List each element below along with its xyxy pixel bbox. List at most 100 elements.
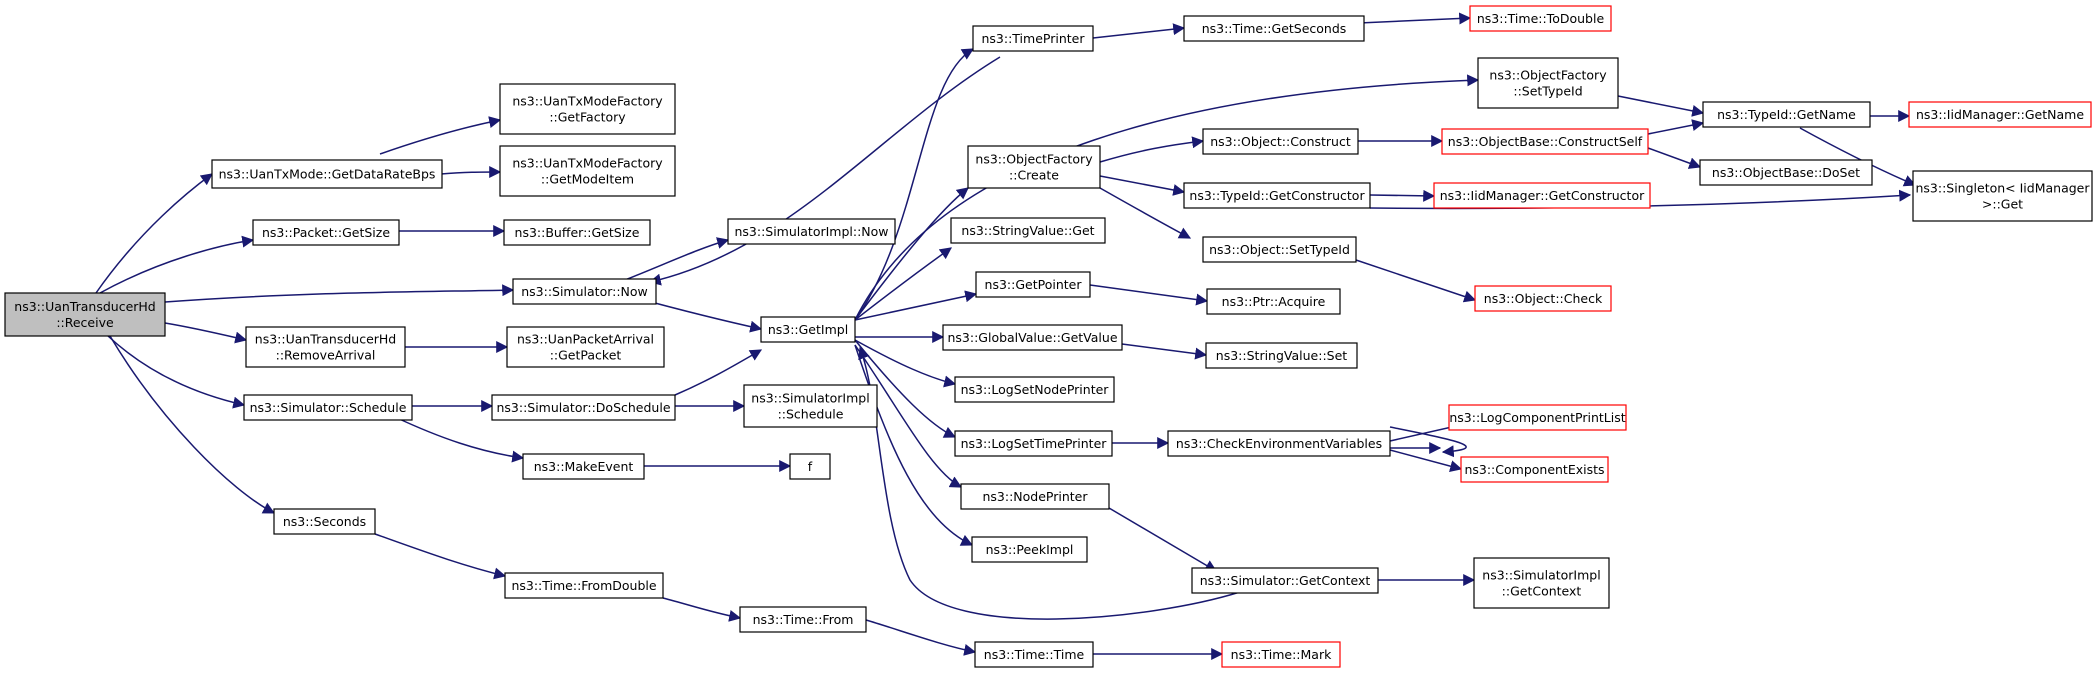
edge [164,284,515,303]
node-label: ns3::Time::From [753,612,854,627]
node-label: ns3::Seconds [283,514,366,529]
node-ns3-simulatorimpl-now[interactable]: ns3::SimulatorImpl::Now [727,218,896,245]
node-ns3-seconds[interactable]: ns3::Seconds [273,508,376,535]
node-box [1183,182,1371,209]
node-ns3-time-fromdouble[interactable]: ns3::Time::FromDouble [504,572,664,599]
node-label: ns3::LogSetNodePrinter [961,382,1110,397]
node-label: ::GetModeItem [541,172,634,187]
node-ns3-simulatorimpl-schedule[interactable]: ns3::SimulatorImpl::Schedule [743,384,878,428]
node-box [942,324,1123,351]
node-box [503,219,651,246]
node-ns3-ptr-acquire[interactable]: ns3::Ptr::Acquire [1206,288,1341,315]
node-label: ns3::Time::Mark [1231,647,1332,662]
node-ns3-typeid-getname[interactable]: ns3::TypeId::GetName [1702,101,1871,128]
edge [1389,426,1467,458]
node-ns3-time-todouble[interactable]: ns3::Time::ToDouble [1469,5,1612,32]
node-label: ns3::Singleton< IidManager [1915,181,2090,196]
node-ns3-timeprinter[interactable]: ns3::TimePrinter [972,25,1094,52]
node-box [743,384,878,428]
node-ns3-makeevent[interactable]: ns3::MakeEvent [522,453,645,480]
node-ns3-checkenvironmentvariables[interactable]: ns3::CheckEnvironmentVariables [1167,430,1391,457]
node-ns3-object-construct[interactable]: ns3::Object::Construct [1202,128,1359,155]
node-box [1202,236,1357,263]
node-ns3-objectfactory-create[interactable]: ns3::ObjectFactory::Create [967,145,1101,189]
node-label: ::SetTypeId [1513,84,1582,99]
node-ns3-uanpacketarrival-getpacket[interactable]: ns3::UanPacketArrival::GetPacket [506,326,665,368]
node-ns3-stringvalue-get[interactable]: ns3::StringValue::Get [950,217,1106,244]
edge [854,74,1480,321]
node-ns3-buffer-getsize[interactable]: ns3::Buffer::GetSize [503,219,651,246]
node-ns3-logcomponentprintlist[interactable]: ns3::LogComponentPrintList [1448,404,1627,431]
node-f[interactable]: f [789,453,831,480]
node-ns3-objectbase-doset[interactable]: ns3::ObjectBase::DoSet [1699,159,1873,186]
node-label: ns3::Simulator::Schedule [250,400,407,415]
node-label: ns3::Time::Time [984,647,1085,662]
node-label: ns3::ObjectBase::ConstructSelf [1448,134,1643,149]
node-box [789,453,831,480]
node-ns3-typeid-getconstructor[interactable]: ns3::TypeId::GetConstructor [1183,182,1371,209]
node-ns3-time-mark[interactable]: ns3::Time::Mark [1221,641,1341,668]
node-ns3-simulatorimpl-getcontext[interactable]: ns3::SimulatorImpl::GetContext [1473,557,1610,609]
edge [1099,175,1186,196]
node-label: ns3::GlobalValue::GetValue [947,330,1117,345]
node-label: ns3::ComponentExists [1464,462,1604,477]
node-ns3-uantxmodefactory-getmodeitem[interactable]: ns3::UanTxModeFactory::GetModeItem [499,145,676,197]
node-ns3-logsetnodeprinter[interactable]: ns3::LogSetNodePrinter [954,376,1115,403]
edge [854,187,969,321]
node-box [974,641,1094,668]
node-ns3-time-time[interactable]: ns3::Time::Time [974,641,1094,668]
node-label: ::GetPacket [550,348,622,363]
node-ns3-getimpl[interactable]: ns3::GetImpl [760,316,856,343]
node-ns3-simulator-schedule[interactable]: ns3::Simulator::Schedule [243,394,413,421]
node-label: ns3::SimulatorImpl::Now [734,224,888,239]
node-label: ns3::UanTransducerHd [255,332,396,347]
node-box [1460,456,1609,483]
node-box [491,394,676,421]
node-box [1167,430,1391,457]
node-ns3-logsettimeprinter[interactable]: ns3::LogSetTimePrinter [954,430,1113,457]
node-label: ns3::StringValue::Get [961,223,1094,238]
node-ns3-object-settypeid[interactable]: ns3::Object::SetTypeId [1202,236,1357,263]
node-label: ns3::Object::Check [1484,291,1603,306]
edge [1121,343,1208,360]
edge [379,116,502,155]
node-label: ns3::Time::GetSeconds [1202,21,1347,36]
node-ns3-uantransducerhd-removearrival[interactable]: ns3::UanTransducerHd::RemoveArrival [245,326,406,368]
node-ns3-uantransducerhd-receive[interactable]: ns3::UanTransducerHd::Receive [4,292,166,337]
node-ns3-objectbase-constructself[interactable]: ns3::ObjectBase::ConstructSelf [1441,128,1649,155]
edge [674,349,763,396]
node-ns3-componentexists[interactable]: ns3::ComponentExists [1460,456,1609,483]
node-ns3-globalvalue-getvalue[interactable]: ns3::GlobalValue::GetValue [942,324,1123,351]
node-box [760,316,856,343]
node-ns3-iidmanager-getname[interactable]: ns3::IidManager::GetName [1908,101,2092,128]
node-box [1441,128,1649,155]
node-box [1469,5,1612,32]
node-ns3-iidmanager-getconstructor[interactable]: ns3::IidManager::GetConstructor [1433,182,1651,209]
node-box [1474,285,1612,312]
node-ns3-stringvalue-set[interactable]: ns3::StringValue::Set [1205,342,1358,369]
node-box [499,145,676,197]
edge [394,416,525,463]
node-label: ns3::UanTxModeFactory [512,156,663,171]
edge [99,235,255,294]
edge [164,322,248,344]
node-ns3-simulator-now[interactable]: ns3::Simulator::Now [512,278,657,305]
node-box [971,536,1088,563]
node-ns3-singleton-iidmanager-get[interactable]: ns3::Singleton< IidManager>::Get [1912,170,2093,222]
node-label: ns3::GetImpl [768,322,848,337]
node-ns3-nodeprinter[interactable]: ns3::NodePrinter [960,483,1110,510]
node-ns3-object-check[interactable]: ns3::Object::Check [1474,285,1612,312]
node-ns3-simulator-getcontext[interactable]: ns3::Simulator::GetContext [1191,567,1379,594]
node-ns3-time-from[interactable]: ns3::Time::From [739,606,867,633]
node-ns3-packet-getsize[interactable]: ns3::Packet::GetSize [252,219,400,246]
node-ns3-uantxmodefactory-getfactory[interactable]: ns3::UanTxModeFactory::GetFactory [499,83,676,135]
node-ns3-simulator-doschedule[interactable]: ns3::Simulator::DoSchedule [491,394,676,421]
node-box [950,217,1106,244]
node-ns3-peekimpl[interactable]: ns3::PeekImpl [971,536,1088,563]
node-ns3-uantxmode-getdataratebps[interactable]: ns3::UanTxMode::GetDataRateBps [211,159,443,189]
node-ns3-getpointer[interactable]: ns3::GetPointer [975,271,1091,298]
edge [1369,189,1436,202]
node-ns3-time-getseconds[interactable]: ns3::Time::GetSeconds [1183,15,1365,42]
node-ns3-objectfactory-settypeid[interactable]: ns3::ObjectFactory::SetTypeId [1477,57,1619,109]
node-box [273,508,376,535]
